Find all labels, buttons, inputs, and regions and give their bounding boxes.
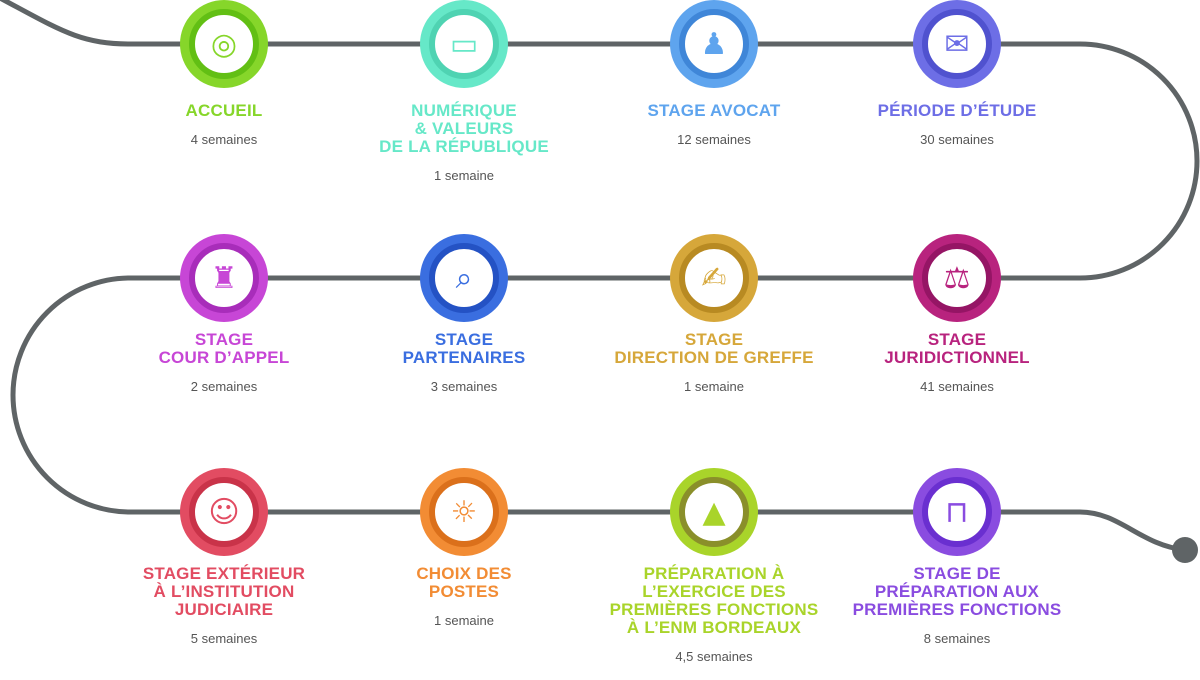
stage-duration: 12 semaines xyxy=(677,132,751,147)
stage-item: PRÉPARATION À L’EXERCICE DES PREMIÈRES F… xyxy=(584,564,844,665)
stage-item: STAGE AVOCAT 12 semaines xyxy=(584,101,844,148)
stage-duration: 2 semaines xyxy=(190,379,258,394)
stage-circle: ▭ xyxy=(420,0,508,88)
stage-item: STAGE COUR D’APPEL 2 semaines xyxy=(94,330,354,395)
stage-circle: ⚖ xyxy=(913,234,1001,322)
stage-title: PÉRIODE D’ÉTUDE xyxy=(877,101,1037,120)
stage-title: STAGE COUR D’APPEL xyxy=(158,330,290,367)
stage-circle: ⌕ xyxy=(420,234,508,322)
stage-circle: ✉ xyxy=(913,0,1001,88)
stage-item: PÉRIODE D’ÉTUDE 30 semaines xyxy=(827,101,1087,148)
timeline-end-dot xyxy=(1172,537,1198,563)
magnifier-fingerprint-icon: ⌕ xyxy=(429,243,499,313)
stage-circle: ▲ xyxy=(670,468,758,556)
stage-duration: 1 semaine xyxy=(434,168,494,183)
stage-title: PRÉPARATION À L’EXERCICE DES PREMIÈRES F… xyxy=(609,564,819,637)
stage-item: CHOIX DES POSTES 1 semaine xyxy=(334,564,594,629)
stage-item: STAGE EXTÉRIEUR À L’INSTITUTION JUDICIAI… xyxy=(94,564,354,647)
stage-duration: 41 semaines xyxy=(920,379,994,394)
stage-title: NUMÉRIQUE & VALEURS DE LA RÉPUBLIQUE xyxy=(379,101,549,156)
stage-duration: 8 semaines xyxy=(923,631,991,646)
stage-duration: 3 semaines xyxy=(430,379,498,394)
stage-title: STAGE DE PRÉPARATION AUX PREMIÈRES FONCT… xyxy=(852,564,1062,619)
stage-duration: 1 semaine xyxy=(684,379,744,394)
stage-title: STAGE EXTÉRIEUR À L’INSTITUTION JUDICIAI… xyxy=(142,564,306,619)
stage-item: STAGE DIRECTION DE GREFFE 1 semaine xyxy=(584,330,844,395)
people-group-icon: ☺ xyxy=(189,477,259,547)
stage-duration: 5 semaines xyxy=(190,631,258,646)
stage-duration: 4,5 semaines xyxy=(675,649,753,664)
stage-item: STAGE JURIDICTIONNEL 41 semaines xyxy=(827,330,1087,395)
desk-icon: ⊓ xyxy=(922,477,992,547)
stage-item: NUMÉRIQUE & VALEURS DE LA RÉPUBLIQUE 1 se… xyxy=(334,101,594,184)
stage-item: STAGE PARTENAIRES 3 semaines xyxy=(334,330,594,395)
stage-title: STAGE JURIDICTIONNEL xyxy=(884,330,1030,367)
stage-title: CHOIX DES POSTES xyxy=(416,564,512,601)
stage-title: ACCUEIL xyxy=(185,101,263,120)
column-icon: ♜ xyxy=(189,243,259,313)
stage-circle: ◎ xyxy=(180,0,268,88)
stage-title: STAGE PARTENAIRES xyxy=(402,330,526,367)
reader-book-icon: ✍ xyxy=(679,243,749,313)
stage-item: STAGE DE PRÉPARATION AUX PREMIÈRES FONCT… xyxy=(827,564,1087,647)
stage-circle: ♟ xyxy=(670,0,758,88)
stage-circle: ⊓ xyxy=(913,468,1001,556)
stage-title: STAGE AVOCAT xyxy=(647,101,781,120)
scales-icon: ⚖ xyxy=(922,243,992,313)
lawyer-robe-icon: ♟ xyxy=(679,9,749,79)
diploma-scroll-icon: ✉ xyxy=(922,9,992,79)
monitor-icon: ▭ xyxy=(429,9,499,79)
stage-circle: ✍ xyxy=(670,234,758,322)
stage-circle: ☺ xyxy=(180,468,268,556)
stage-item: ACCUEIL 4 semaines xyxy=(94,101,354,148)
stage-duration: 4 semaines xyxy=(190,132,258,147)
stage-circle: ☼ xyxy=(420,468,508,556)
stage-duration: 30 semaines xyxy=(920,132,994,147)
target-icon: ◎ xyxy=(189,9,259,79)
stage-title: STAGE DIRECTION DE GREFFE xyxy=(614,330,814,367)
stage-duration: 1 semaine xyxy=(434,613,494,628)
stage-circle: ♜ xyxy=(180,234,268,322)
graduation-cap-icon: ▲ xyxy=(679,477,749,547)
lightbulb-icon: ☼ xyxy=(429,477,499,547)
